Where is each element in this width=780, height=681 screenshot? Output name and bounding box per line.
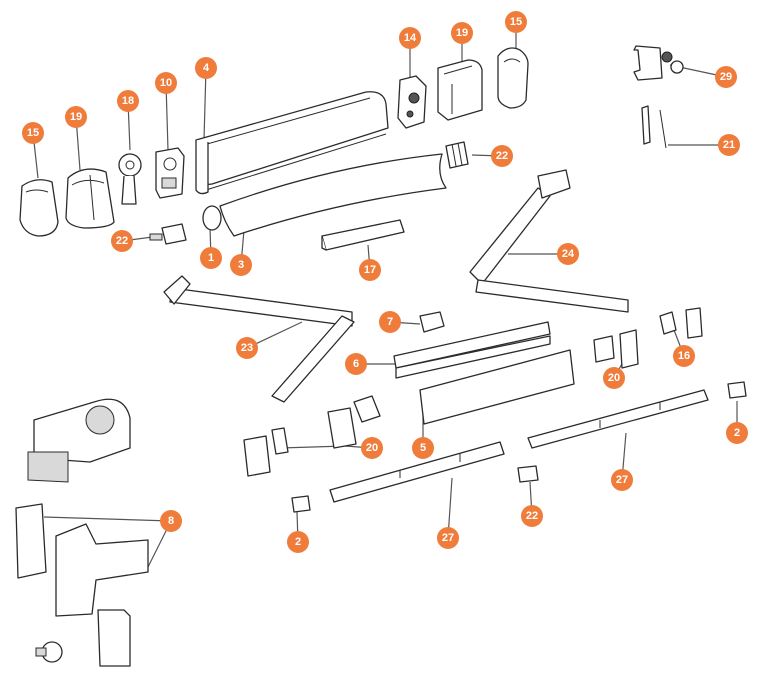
callout-label: 8 — [168, 515, 174, 527]
callout-badge-24: 24 — [557, 243, 579, 265]
callout-label: 21 — [723, 139, 735, 151]
callout-label: 22 — [526, 510, 538, 522]
callout-badge-4: 4 — [195, 57, 217, 79]
callout-badge-22-bottom: 22 — [521, 505, 543, 527]
part-27-telescopic-bar-right — [527, 389, 709, 449]
callout-label: 1 — [208, 252, 214, 264]
callout-label: 15 — [27, 127, 39, 139]
callout-label: 22 — [116, 235, 128, 247]
callout-label: 24 — [562, 248, 575, 260]
part-2-end-cap-small-left — [291, 495, 311, 513]
callout-badge-6: 6 — [345, 353, 367, 375]
callout-badge-2-left: 2 — [287, 531, 309, 553]
callout-badge-21: 21 — [718, 134, 740, 156]
callout-label: 15 — [510, 16, 522, 28]
part-10-gear-housing — [155, 147, 185, 199]
callout-badge-2-right: 2 — [726, 422, 748, 444]
callout-badge-29: 29 — [715, 66, 737, 88]
callout-badge-22-top: 22 — [491, 145, 513, 167]
part-1-roller-tube — [202, 205, 222, 231]
part-24-right-arm — [469, 169, 629, 313]
part-22-connector — [517, 465, 539, 483]
callout-label: 20 — [608, 372, 620, 384]
part-19-end-cover-right — [437, 59, 483, 121]
part-motor-assembly — [27, 398, 131, 483]
callout-badge-23: 23 — [236, 337, 258, 359]
callout-badge-14: 14 — [399, 27, 421, 49]
callout-badge-19-right: 19 — [451, 22, 473, 44]
callout-badge-27-left: 27 — [437, 527, 459, 549]
part-29-bracket-with-screw — [633, 45, 684, 81]
callout-label: 5 — [420, 442, 426, 454]
part-22-roller-plug-top — [445, 141, 469, 169]
callout-label: 6 — [353, 358, 359, 370]
callout-label: 23 — [241, 342, 253, 354]
callout-label: 29 — [720, 71, 732, 83]
callout-label: 27 — [616, 474, 628, 486]
callout-badge-7: 7 — [379, 311, 401, 333]
callout-badge-10: 10 — [155, 72, 177, 94]
part-16-brackets — [659, 307, 703, 339]
callout-badge-15-right: 15 — [505, 11, 527, 33]
callout-label: 22 — [496, 150, 508, 162]
callout-label: 2 — [295, 536, 301, 548]
callout-badge-3: 3 — [230, 254, 252, 276]
part-4-front-cassette-profile — [195, 91, 389, 195]
part-21-spring-clip — [641, 105, 667, 149]
callout-badge-5: 5 — [412, 437, 434, 459]
part-14-drive-unit — [397, 75, 427, 129]
part-7-clip — [419, 311, 445, 333]
callout-badge-20-right: 20 — [603, 367, 625, 389]
callout-label: 3 — [238, 259, 244, 271]
callout-badge-22-left: 22 — [111, 230, 133, 252]
callout-label: 20 — [366, 442, 378, 454]
callout-badge-16: 16 — [673, 345, 695, 367]
part-motor-adapter — [35, 641, 63, 663]
callout-badge-17: 17 — [359, 259, 381, 281]
callout-label: 7 — [387, 316, 393, 328]
part-17-weight-bar — [321, 219, 405, 251]
callout-badge-8: 8 — [160, 510, 182, 532]
callout-label: 18 — [122, 95, 134, 107]
part-15-end-cap-right — [497, 47, 529, 109]
part-8-motor-covers — [15, 503, 149, 617]
part-15-end-cap-left — [19, 179, 59, 237]
callout-badge-18: 18 — [117, 90, 139, 112]
callout-label: 2 — [734, 427, 740, 439]
part-22-roller-plug-left — [149, 223, 187, 245]
callout-badge-19-left: 19 — [65, 106, 87, 128]
part-6-front-profile — [393, 321, 551, 379]
part-20-bracket-left — [243, 395, 381, 477]
callout-label: 4 — [203, 62, 210, 74]
callout-label: 17 — [364, 264, 376, 276]
callout-label: 10 — [160, 77, 172, 89]
part-2-end-cap-small-right — [727, 381, 747, 399]
part-27-telescopic-bar-left — [329, 441, 505, 503]
callout-badge-20-left: 20 — [361, 437, 383, 459]
part-20-bracket-right — [593, 329, 639, 369]
part-5-valance — [419, 349, 575, 425]
callout-badge-15-left: 15 — [22, 122, 44, 144]
callout-label: 19 — [70, 111, 82, 123]
callout-badge-27-right: 27 — [611, 469, 633, 491]
callout-label: 16 — [678, 350, 690, 362]
part-18-pulley — [118, 153, 142, 205]
callout-label: 14 — [404, 32, 417, 44]
callout-label: 19 — [456, 27, 468, 39]
part-3-fabric — [219, 153, 447, 237]
part-battery-box — [97, 609, 131, 667]
callout-badge-1: 1 — [200, 247, 222, 269]
part-19-end-cover-left — [65, 168, 115, 229]
callout-label: 27 — [442, 532, 454, 544]
part-23-left-arm — [163, 275, 355, 403]
